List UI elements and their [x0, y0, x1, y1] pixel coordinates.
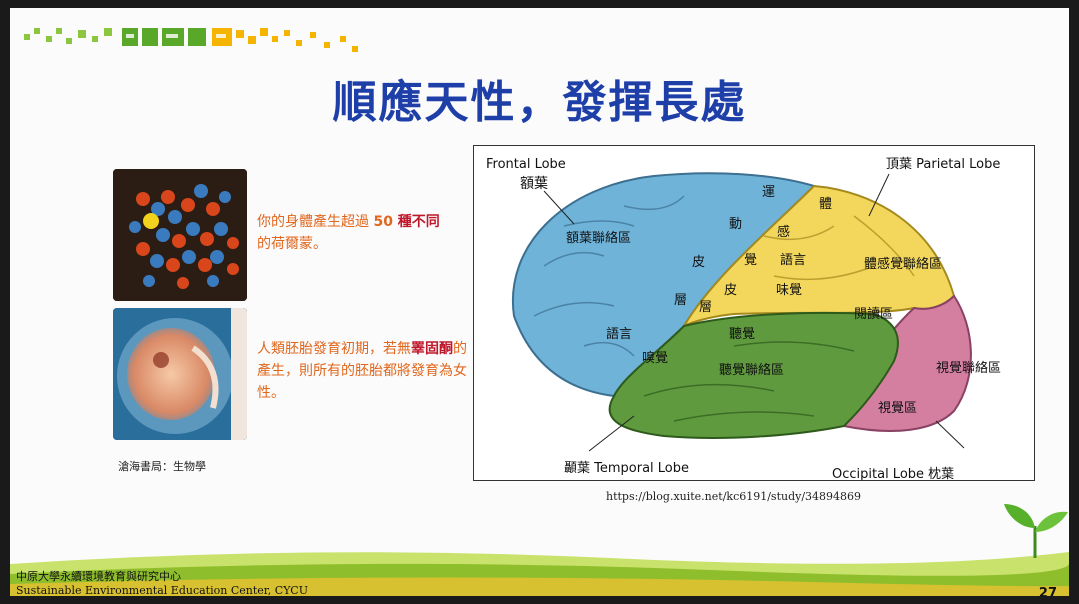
temporal-lobe — [608, 311, 899, 439]
motor-label-3: 皮 — [692, 255, 705, 270]
sensory-label-5: 層 — [699, 300, 712, 315]
auditory-label: 聽覺 — [729, 327, 755, 342]
sensory-label-4: 皮 — [724, 283, 737, 298]
frontal-lobe-cn-label: 額葉 — [520, 176, 548, 192]
visual-area-label: 視覺區 — [878, 401, 917, 416]
caption-text: 人類胚胎發育初期，若無 — [257, 341, 411, 357]
frontal-assoc-label: 額葉聯絡區 — [566, 230, 631, 246]
hormone-caption: 你的身體產生超過 50 種不同 的荷爾蒙。 — [257, 211, 467, 255]
slide-title: 順應天性，發揮長處 — [332, 77, 747, 128]
sensory-label-1: 體 — [819, 197, 832, 212]
caption-highlight: 種不同 — [392, 214, 440, 230]
decorative-banner — [24, 28, 358, 52]
visual-assoc-label: 視覺聯絡區 — [936, 360, 1001, 376]
embryo-caption: 人類胚胎發育初期，若無睪固酮的產生，則所有的胚胎都將發育為女性。 — [257, 338, 467, 404]
reading-area-label: 閱讀區 — [854, 307, 893, 322]
caption-text: 的產生，則所有的胚胎都將發育為女性。 — [257, 341, 467, 401]
sprout-logo — [1004, 504, 1068, 558]
parietal-lobe-label: 頂葉 Parietal Lobe — [886, 157, 1000, 172]
language-parietal-label: 語言 — [780, 252, 806, 268]
slide: 順應天性，發揮長處 你的身體產生超過 50 種不同 的荷爾蒙。 — [10, 8, 1069, 596]
embryo-image — [113, 308, 247, 440]
caption-text: 的荷爾蒙。 — [257, 236, 327, 252]
smell-label: 嗅覺 — [642, 351, 668, 366]
taste-label: 味覺 — [776, 283, 802, 298]
auditory-assoc-label: 聽覺聯絡區 — [719, 362, 784, 378]
brain-diagram: Frontal Lobe 額葉 頂葉 Parietal Lobe 顳葉 Temp… — [473, 145, 1035, 482]
frontal-lobe-label: Frontal Lobe — [486, 157, 566, 172]
page-number: 27 — [1038, 586, 1057, 596]
footer-band — [10, 552, 1069, 596]
sensory-label-2: 感 — [777, 224, 790, 240]
motor-label-1: 運 — [762, 185, 775, 200]
motor-label-4: 層 — [674, 293, 687, 308]
occipital-lobe-label: Occipital Lobe 枕葉 — [832, 467, 954, 480]
somatosensory-assoc-label: 體感覺聯絡區 — [864, 256, 942, 272]
image-url: https://blog.xuite.net/kc6191/study/3489… — [606, 490, 862, 503]
caption-highlight: 睪固酮 — [411, 341, 453, 357]
image-source: 滄海書局：生物學 — [118, 460, 206, 473]
temporal-lobe-label: 顳葉 Temporal Lobe — [564, 461, 689, 476]
language-frontal-label: 語言 — [606, 326, 632, 342]
sensory-label-3: 覺 — [744, 253, 757, 268]
motor-label-2: 動 — [729, 217, 742, 232]
caption-text: 你的身體產生超過 — [257, 214, 374, 230]
hormone-molecule-image — [113, 169, 247, 301]
footer-org-en: Sustainable Environmental Education Cent… — [16, 584, 308, 596]
footer-org-cn: 中原大學永續環境教育與研究中心 — [16, 570, 181, 583]
caption-number: 50 — [373, 214, 393, 230]
